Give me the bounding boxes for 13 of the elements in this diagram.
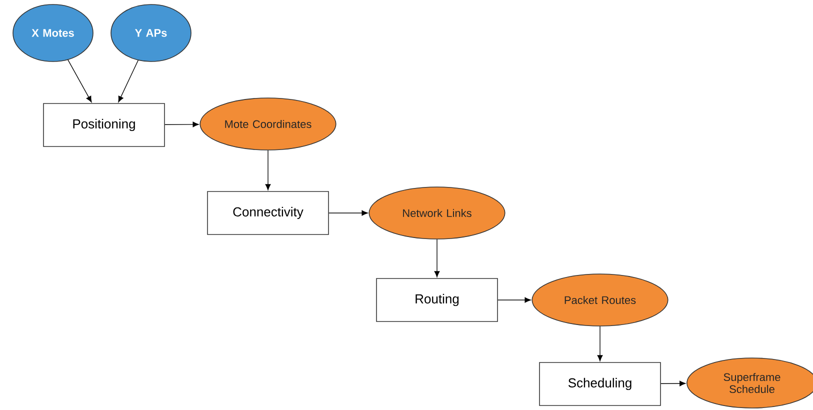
arrow <box>265 150 271 190</box>
arrow <box>328 210 368 216</box>
process-box: Positioning <box>43 103 165 147</box>
arrow <box>660 380 686 386</box>
arrow <box>68 60 92 102</box>
arrow <box>597 326 603 362</box>
process-box: Scheduling <box>539 362 661 406</box>
arrow <box>434 239 440 278</box>
process-box: Routing <box>376 278 498 322</box>
arrow <box>498 297 531 303</box>
arrow <box>118 60 138 102</box>
process-box: Connectivity <box>207 191 329 235</box>
arrow <box>164 122 199 128</box>
